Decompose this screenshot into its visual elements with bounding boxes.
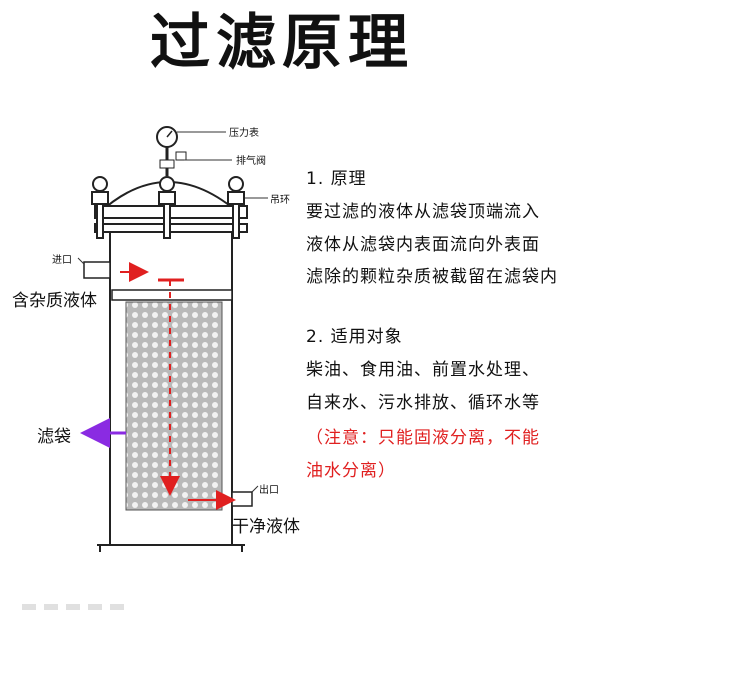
impure-liquid-label: 含杂质液体 xyxy=(12,291,97,311)
lifting-ring-icon xyxy=(91,176,245,239)
inlet-label: 进口 xyxy=(52,255,72,266)
pressure-gauge-icon xyxy=(156,126,187,176)
clean-liquid-label: 干净液体 xyxy=(232,517,300,537)
section1-line-1: 要过滤的液体从滤袋顶端流入 xyxy=(306,202,540,222)
outlet-pipe xyxy=(231,485,259,507)
section2-note-2: 油水分离） xyxy=(306,461,396,481)
section2-line-2: 自来水、污水排放、循环水等 xyxy=(306,393,540,413)
page-title: 过滤原理 xyxy=(150,8,414,78)
filter-bag xyxy=(125,301,223,511)
section2-note-1: （注意：只能固液分离，不能 xyxy=(306,428,540,448)
section1-line-2: 液体从滤袋内表面流向外表面 xyxy=(306,235,540,255)
lifting-ring-label: 吊环 xyxy=(270,195,290,206)
section1-heading: 1. 原理 xyxy=(306,169,367,189)
faint-bottom-mark xyxy=(22,604,132,610)
filter-bag-label: 滤袋 xyxy=(37,427,71,447)
section2-line-1: 柴油、食用油、前置水处理、 xyxy=(306,360,540,380)
outlet-label: 出口 xyxy=(259,485,279,496)
vent-valve-label: 排气阀 xyxy=(236,156,266,167)
section2-heading: 2. 适用对象 xyxy=(306,327,403,347)
section1-line-3: 滤除的颗粒杂质被截留在滤袋内 xyxy=(306,267,558,287)
inlet-pipe xyxy=(77,257,111,279)
pressure-gauge-label: 压力表 xyxy=(229,128,259,139)
